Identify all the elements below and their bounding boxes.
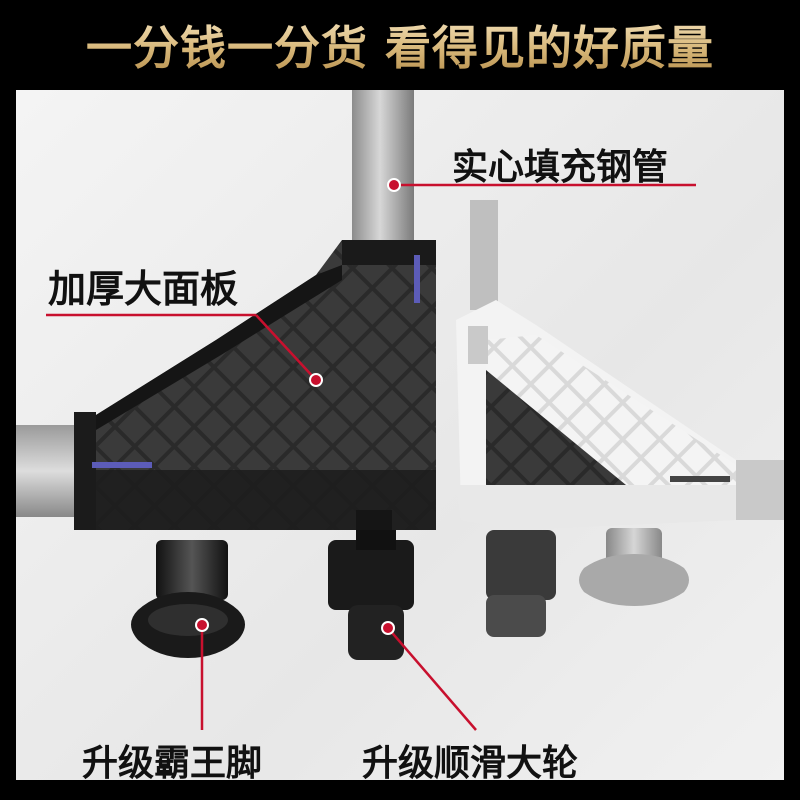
headline-banner: 一分钱一分货 看得见的好质量 [0,0,800,90]
black-panel [96,240,436,530]
callout-leveling-foot: 升级霸王脚 [82,743,263,784]
caster-bracket-grey [486,530,556,600]
callout-thick-panel: 加厚大面板 [48,267,239,311]
headline-text: 一分钱一分货 看得见的好质量 [86,12,714,78]
steel-pipe-vertical [352,90,414,250]
steel-pipe-vertical-right [470,200,498,310]
leveling-foot-screw [156,540,228,600]
callout-smooth-wheel: 升级顺滑大轮 [362,743,579,784]
product-illustration [16,90,784,731]
caster-wheel-black [348,605,404,660]
callout-lines [46,178,696,731]
product-photo [16,90,784,780]
caster-bracket-black [328,540,414,610]
caster-wheel-grey [486,595,546,637]
callout-steel-pipe: 实心填充钢管 [452,147,669,188]
